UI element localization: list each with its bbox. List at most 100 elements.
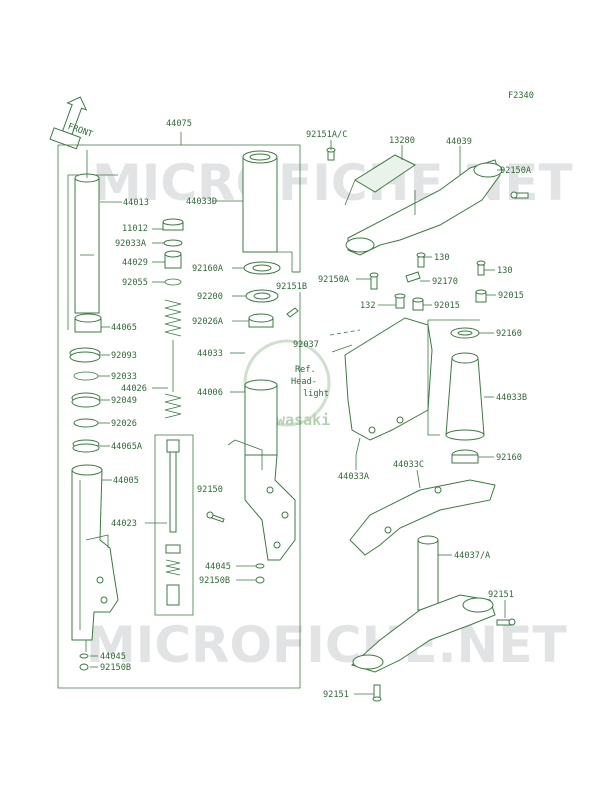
- damper-rod-44023: [165, 439, 181, 606]
- seal-92160-bottom: [451, 449, 479, 464]
- collar-132: [394, 293, 406, 309]
- tube-44033D: [242, 150, 278, 253]
- grommet-92015b: [475, 289, 487, 303]
- adjuster-44029: [164, 250, 182, 269]
- fork-leg-44006: [227, 379, 296, 561]
- oring-92055: [164, 278, 182, 286]
- front-arrow-icon: [49, 96, 88, 150]
- label-44033: 44033: [197, 349, 223, 359]
- leader-92037: [329, 329, 361, 336]
- label-44026: 44026: [121, 384, 147, 394]
- oring-92033A: [163, 239, 183, 247]
- label-92200: 92200: [197, 292, 223, 302]
- label-44065: 44065: [111, 323, 137, 333]
- label-92151-bottom: 92151: [323, 690, 349, 700]
- label-44075: 44075: [166, 119, 192, 129]
- label-92160-bottom: 92160: [496, 453, 522, 463]
- bracket-44033B-left: [427, 320, 440, 436]
- label-11012: 11012: [122, 224, 148, 234]
- upper-bracket-44039: [345, 159, 503, 256]
- label-44033C: 44033C: [393, 460, 424, 470]
- washer-44045-left: [79, 653, 89, 659]
- label-92055: 92055: [122, 278, 148, 288]
- grommet-92015a: [412, 297, 424, 311]
- bolt-92150A-top: [510, 191, 529, 199]
- steering-stem-44037A: [351, 535, 496, 673]
- label-13280: 13280: [389, 136, 415, 146]
- label-44033A: 44033A: [338, 472, 370, 482]
- seal-92049: [71, 392, 101, 408]
- bolt-130a: [416, 252, 426, 268]
- bolt-130b: [476, 260, 486, 276]
- label-92150A-top: 92150A: [500, 166, 532, 176]
- label-44039: 44039: [446, 137, 472, 147]
- label-92170: 92170: [432, 277, 458, 287]
- clip-92037: [331, 344, 353, 353]
- headlight-bracket-44033A: [344, 317, 433, 456]
- bolt-92150B-right: [255, 576, 265, 584]
- label-92150B-right: 92150B: [199, 576, 230, 586]
- label-92151B: 92151B: [276, 282, 307, 292]
- label-92033A: 92033A: [115, 239, 147, 249]
- label-44037A: 44037/A: [454, 551, 491, 561]
- bolt-92151B: [286, 307, 299, 318]
- label-92150: 92150: [197, 485, 223, 495]
- circlip-92033: [73, 371, 99, 381]
- handlebar-holder-13280: [344, 154, 416, 206]
- label-130b: 130: [497, 266, 513, 276]
- bolt-92151-right: [496, 618, 516, 626]
- label-44029: 44029: [122, 258, 148, 268]
- bolt-92150A-mid: [369, 272, 379, 290]
- label-92150B-left: 92150B: [100, 663, 131, 673]
- inner-tube-44013: [74, 150, 100, 314]
- bushing-44065: [74, 313, 102, 333]
- label-44065A: 44065A: [111, 442, 143, 452]
- ref-line-3: light: [303, 389, 329, 399]
- bushing-44065A: [72, 439, 100, 453]
- ref-line-1: Ref.: [295, 365, 316, 375]
- seal-92160A: [243, 261, 281, 275]
- ref-headlight-note: Ref. Head- light: [291, 365, 329, 399]
- figure-code: F2340: [508, 91, 534, 101]
- cover-44033B: [445, 352, 485, 441]
- part-labels: 44075 44013 44033D 11012 92033A 44029 92…: [100, 119, 532, 700]
- washer-92026: [73, 418, 99, 428]
- label-92160-top: 92160: [496, 329, 522, 339]
- bolt-92150B-left: [79, 663, 89, 671]
- bolt-92150: [206, 511, 225, 523]
- label-92026A: 92026A: [192, 317, 224, 327]
- label-92015a: 92015: [434, 301, 460, 311]
- seal-92160-top: [450, 327, 480, 339]
- label-92150A-mid: 92150A: [318, 275, 350, 285]
- label-92033: 92033: [111, 372, 137, 382]
- oil-seal-92093: [69, 347, 101, 363]
- label-44045-left: 44045: [100, 652, 126, 662]
- inner-bracket-44023: [154, 434, 194, 616]
- label-44033D: 44033D: [186, 197, 217, 207]
- label-44023: 44023: [111, 519, 137, 529]
- watermark-top: MICROFICHE.NET: [92, 154, 573, 212]
- ring-92026A: [248, 313, 274, 328]
- clip-92170: [405, 271, 421, 283]
- label-44005: 44005: [113, 476, 139, 486]
- lower-cover-44033C: [349, 479, 496, 556]
- label-92151-right: 92151: [488, 590, 514, 600]
- label-44013: 44013: [123, 198, 149, 208]
- label-92026: 92026: [111, 419, 137, 429]
- label-92049: 92049: [111, 396, 137, 406]
- spring-44026: [164, 299, 182, 419]
- bolt-92151-bottom: [372, 684, 382, 702]
- watermark-bottom: MICROFICHE.NET: [86, 616, 567, 674]
- label-92151AC: 92151A/C: [306, 130, 347, 140]
- leader-92160A-box: [253, 251, 300, 273]
- seal-92200: [245, 289, 279, 303]
- label-92093: 92093: [111, 351, 137, 361]
- label-132: 132: [360, 301, 376, 311]
- label-44033B: 44033B: [496, 393, 527, 403]
- cap-11012: [162, 218, 184, 231]
- washer-44045-right: [255, 563, 265, 569]
- label-92037: 92037: [293, 340, 319, 350]
- ref-line-2: Head-: [291, 377, 317, 387]
- leader-lines: [90, 140, 506, 695]
